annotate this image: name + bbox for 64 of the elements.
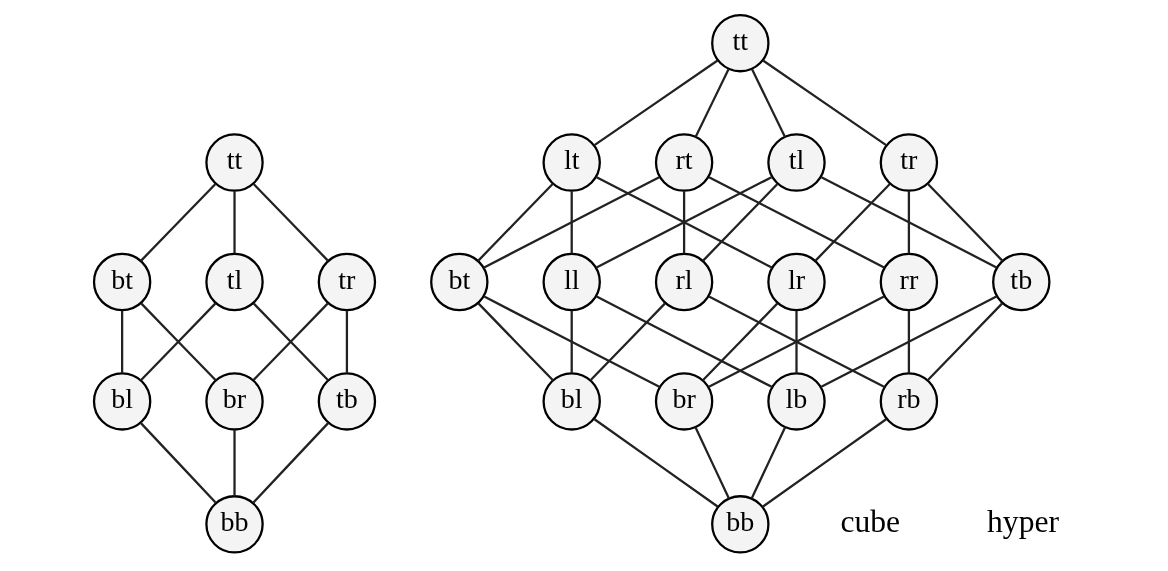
connector xyxy=(820,176,998,269)
node-circle: bl xyxy=(542,372,601,431)
connector xyxy=(820,295,997,389)
connector xyxy=(708,176,886,269)
node-circle: tt xyxy=(205,133,264,192)
node-circle: tb xyxy=(317,372,377,431)
connector xyxy=(593,418,719,508)
node-circle: rt xyxy=(654,133,714,192)
node-circle: rl xyxy=(654,252,714,312)
connector xyxy=(483,176,660,269)
node-circle: bl xyxy=(92,372,152,431)
connector xyxy=(750,426,787,499)
node-circle: tt xyxy=(711,13,770,73)
connector xyxy=(596,295,773,389)
connector xyxy=(682,191,686,254)
connector xyxy=(252,183,329,262)
connector xyxy=(140,302,217,382)
connector xyxy=(139,422,217,504)
node-circle: bb xyxy=(711,495,770,554)
connector xyxy=(702,302,779,382)
node-circle: bb xyxy=(205,495,264,554)
connector xyxy=(795,310,798,373)
connector xyxy=(570,310,573,373)
connector xyxy=(140,183,217,262)
connector xyxy=(762,418,887,508)
connector xyxy=(750,68,786,138)
connector xyxy=(702,183,779,262)
node-circle: tb xyxy=(992,252,1051,312)
connector xyxy=(694,426,730,499)
node-circle: bt xyxy=(92,252,152,312)
connector xyxy=(252,422,330,504)
node-circle: tr xyxy=(879,133,939,192)
node-circle: lr xyxy=(767,252,826,312)
node-circle: br xyxy=(205,372,264,431)
label: hyper xyxy=(987,504,1060,540)
node-circle: rb xyxy=(879,372,939,431)
node-circle: tr xyxy=(317,252,377,312)
node-circle: lb xyxy=(767,372,826,431)
connector xyxy=(593,59,719,147)
connector xyxy=(589,302,666,382)
connector xyxy=(252,302,329,382)
connector xyxy=(483,295,661,389)
connector xyxy=(233,429,236,497)
node-circle: bt xyxy=(430,252,489,312)
connector xyxy=(927,183,1004,262)
node-circle: tl xyxy=(205,252,264,312)
connector xyxy=(814,183,891,262)
connector xyxy=(907,310,911,373)
connector xyxy=(907,191,911,254)
connector xyxy=(345,310,349,373)
node-circle: br xyxy=(654,372,714,431)
connector xyxy=(477,183,554,262)
node-circle: lt xyxy=(542,133,601,192)
connector xyxy=(762,59,888,147)
connector xyxy=(570,191,573,254)
node-circle: rr xyxy=(879,252,939,312)
connector xyxy=(694,68,730,138)
node-circle: ll xyxy=(542,252,601,312)
connector xyxy=(233,191,236,254)
connector xyxy=(121,310,124,373)
connector xyxy=(477,302,554,382)
label: cube xyxy=(840,504,901,540)
connector xyxy=(926,302,1004,382)
node-circle: tl xyxy=(767,133,826,192)
